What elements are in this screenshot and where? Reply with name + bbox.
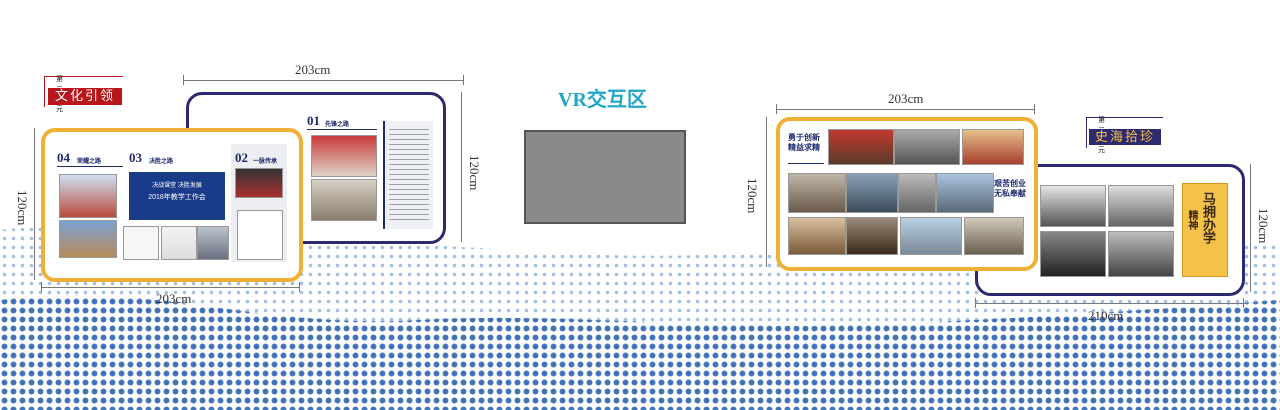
back-display-panel: 01 先锋之路: [186, 92, 446, 244]
photo-group-archive: [1108, 231, 1174, 277]
photo-building-archive: [1108, 185, 1174, 227]
slogan-underline: [788, 163, 824, 164]
divider: [57, 166, 123, 167]
dimension-line-right: [461, 92, 462, 242]
photo-classroom: [197, 226, 229, 260]
photo-machinery: [894, 129, 960, 165]
photo-building: [311, 135, 377, 177]
dimension-line-top: [776, 109, 1034, 110]
calligraphy-plaque: 马拥办学 精神: [1182, 183, 1228, 277]
slogan-1: 勇于创新 精益求精: [788, 133, 820, 152]
photo-crowd: [964, 217, 1024, 255]
photo-stage: [235, 168, 283, 198]
dimension-label-left: 120cm: [15, 190, 30, 226]
photo-lab: [898, 173, 936, 213]
dimension-tick: [975, 298, 976, 308]
dimension-line-left: [766, 117, 767, 267]
dimension-tick: [41, 282, 42, 292]
vr-screen: [524, 130, 686, 224]
section-underline: [307, 129, 377, 130]
dimension-line-top: [183, 80, 463, 81]
photo-document: [123, 226, 159, 260]
banner-line-2: 2018年教学工作会: [148, 194, 206, 201]
side-column: 02 一脉传承: [231, 144, 287, 262]
photo-meeting: [311, 179, 377, 221]
unit-title: 史海拾珍: [1089, 129, 1161, 145]
dimension-tick: [463, 75, 464, 85]
section-name: 先锋之路: [325, 122, 350, 128]
calligraphy-main: 马拥办学: [1201, 192, 1216, 244]
photo-group: [846, 217, 898, 255]
front-display-panel: 勇于创新 精益求精 艰苦创业 无私奉献: [776, 117, 1038, 271]
section-number: 04: [57, 150, 70, 165]
dimension-tick: [1034, 104, 1035, 114]
dimension-label-left: 120cm: [745, 178, 760, 214]
banner-line-1: 决战课堂 决胜发展: [152, 183, 202, 189]
unit-title: 文化引领: [48, 88, 122, 105]
calligraphy-side: 精神: [1186, 210, 1197, 230]
conference-banner: 决战课堂 决胜发展 2018年教学工作会: [129, 172, 225, 220]
dimension-label-bottom: 203cm: [156, 291, 192, 306]
tag-bracket: [1086, 117, 1163, 148]
photo-workshop: [788, 173, 846, 213]
dimension-line-bottom: [975, 303, 1243, 304]
dimension-label-top: 203cm: [295, 62, 331, 77]
dimension-label-right: 120cm: [1256, 208, 1271, 244]
photo-banquet: [962, 129, 1024, 165]
photo-meeting: [828, 129, 894, 165]
back-display-panel: 马拥办学 精神: [975, 164, 1245, 296]
section-name: 荣耀之路: [77, 159, 102, 165]
slogan-2: 艰苦创业 无私奉献: [994, 179, 1026, 198]
dimension-label-bottom: 210cm: [1088, 308, 1124, 323]
tag-bracket: [44, 76, 123, 107]
dimension-line-left: [34, 128, 35, 280]
photo-campus: [59, 174, 117, 218]
body-text: [389, 129, 429, 221]
dimension-line-bottom: [41, 287, 299, 288]
photo-certificate: [237, 210, 283, 260]
dimension-tick: [299, 282, 300, 292]
dimension-tick: [776, 104, 777, 114]
dimension-tick: [1243, 298, 1244, 308]
photo-group-archive: [1040, 231, 1106, 277]
photo-construction: [59, 220, 117, 258]
section-number: 01: [307, 113, 320, 128]
photo-team: [846, 173, 898, 213]
photo-logo: [161, 226, 197, 260]
dimension-label-right: 120cm: [467, 155, 482, 191]
section-number: 02: [235, 150, 248, 165]
photo-hall: [900, 217, 962, 255]
photo-vehicle: [936, 173, 994, 213]
photo-group-archive: [1040, 185, 1106, 227]
text-panel: [383, 121, 433, 229]
dimension-label-top: 203cm: [888, 91, 924, 106]
vr-zone-title: VR交互区: [558, 89, 647, 111]
section-number: 03: [129, 150, 142, 165]
dimension-tick: [183, 75, 184, 85]
section-name: 决胜之路: [149, 159, 174, 165]
dimension-line-right: [1250, 164, 1251, 292]
photo-tower: [788, 217, 846, 255]
section-name: 一脉传承: [253, 159, 278, 165]
front-display-panel: 04 荣耀之路 03 决胜之路 02 一脉传承 决战课堂 决胜发展 2018年教…: [41, 128, 303, 282]
